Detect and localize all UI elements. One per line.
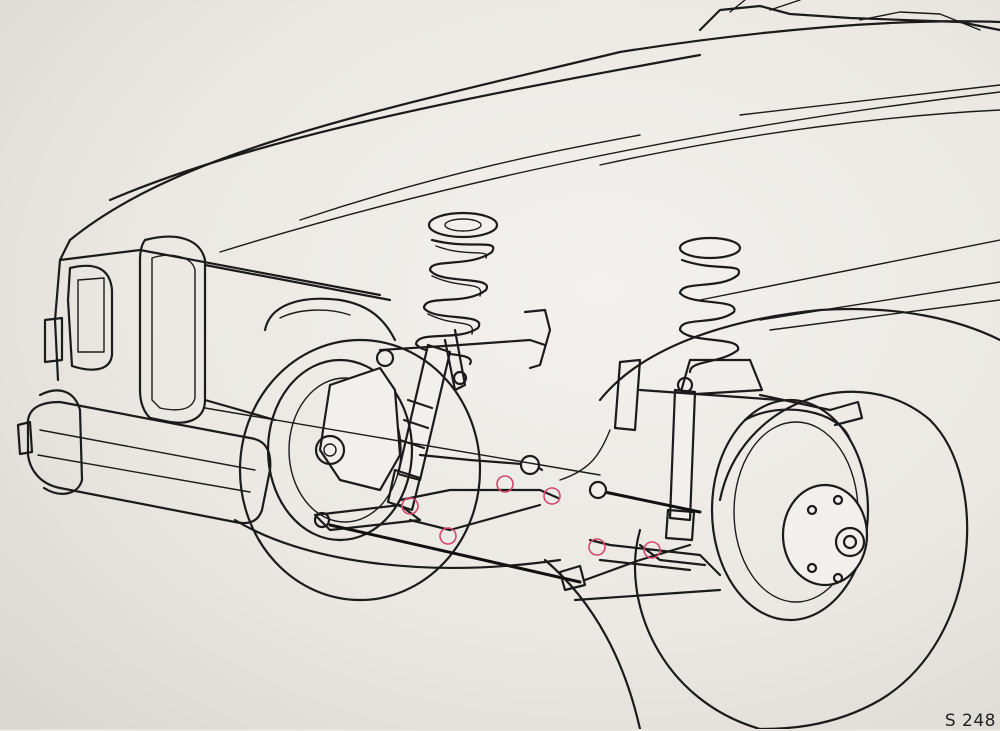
rear-control-arm <box>573 480 722 602</box>
front-control-arm <box>313 453 560 532</box>
rear-shock-absorber <box>664 376 697 542</box>
rear-upper-mount <box>613 358 864 432</box>
front-coil-spring <box>414 211 499 366</box>
figure-code-label: S 248 <box>944 711 996 731</box>
front-brake-disc <box>266 358 414 542</box>
wheel-hub <box>781 483 869 587</box>
headlamp <box>43 264 114 371</box>
kidney-grille <box>138 235 207 424</box>
bumper <box>16 389 272 525</box>
car-body-outline <box>16 0 1000 729</box>
markup-circles <box>401 475 661 559</box>
front-subframe <box>375 308 552 392</box>
rear-coil-spring <box>678 236 764 397</box>
tie-rod <box>328 523 692 592</box>
